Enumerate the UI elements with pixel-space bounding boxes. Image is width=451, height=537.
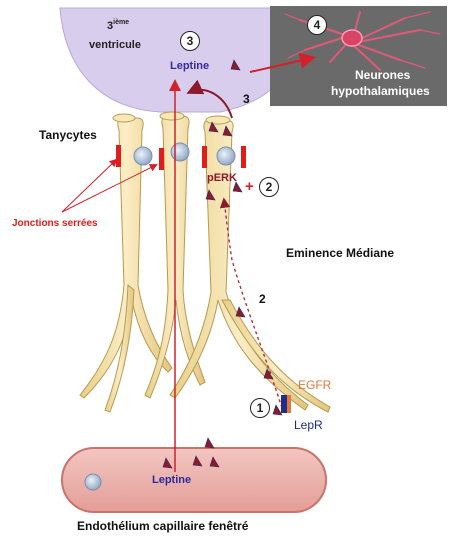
lepr-receptor [281, 395, 287, 413]
tanycyte-right [170, 116, 330, 412]
fenestrated-capillary [62, 448, 326, 512]
egfr-label: EGFR [298, 378, 331, 392]
nucleus-middle [171, 143, 189, 161]
step-3-circle: 3 [180, 31, 200, 51]
perk-label: pERK [207, 172, 237, 184]
leptin-capillary-label: Leptine [152, 474, 191, 486]
nucleus-left [134, 147, 152, 165]
egfr-receptor [287, 395, 291, 413]
endothelium-label: Endothélium capillaire fenêtré [77, 519, 248, 533]
step-2-label: 2 [259, 292, 266, 306]
plus-sign: + [245, 178, 254, 195]
step-4-circle: 4 [307, 15, 327, 35]
tight-junction-pointers [62, 160, 156, 212]
step-2-circle: 2 [259, 177, 279, 197]
neurons-label-line2: hypothalamiques [331, 84, 430, 98]
tanycytes-label: Tanycytes [39, 128, 97, 142]
leptin-top-label: Leptine [170, 60, 209, 72]
step-1-circle: 1 [250, 398, 270, 418]
ventricle-label-line2: ventricule [89, 39, 141, 51]
lepr-label: LepR [294, 418, 323, 432]
step-3-label: 3 [243, 92, 250, 106]
median-eminence-label: Eminence Médiane [286, 246, 394, 260]
endothelial-nucleus [85, 474, 101, 490]
neurons-label-line1: Neurones [355, 68, 410, 82]
ventricle-label-line1: 3ième [107, 19, 129, 32]
tight-junctions-label: Jonctions serrées [12, 218, 98, 229]
nucleus-right [217, 147, 235, 165]
